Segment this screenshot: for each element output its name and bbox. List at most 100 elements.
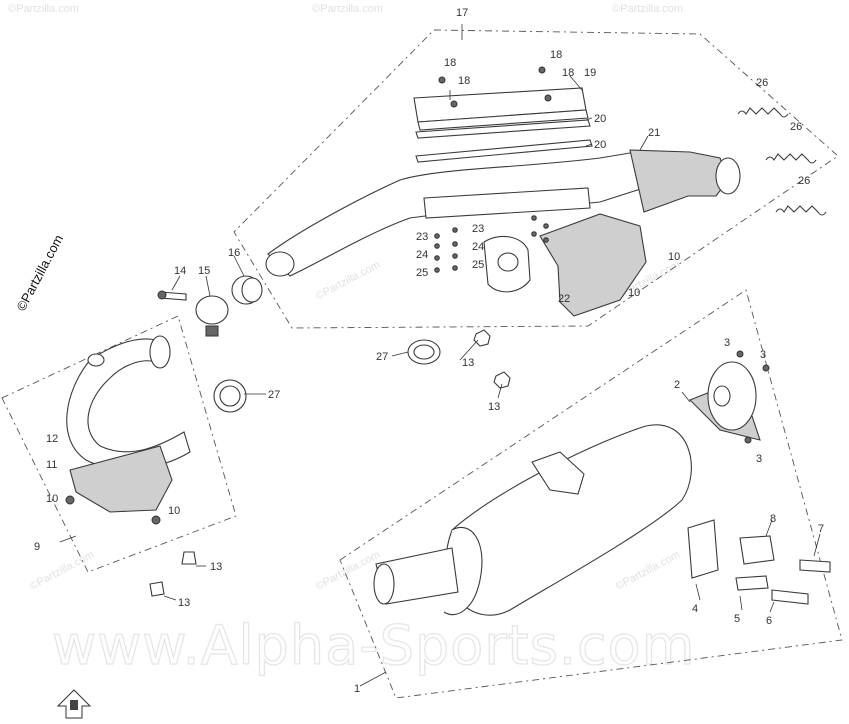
callout-13: 13 [178,597,190,609]
watermark-partzilla: ©Partzilla.com [314,549,382,593]
bolt-3 [736,350,744,358]
muffler-assembly [373,350,831,616]
front-pipe-12 [66,338,191,470]
clamp-hardware [157,275,263,337]
callout-26: 26 [790,121,802,133]
muffler-bracket [531,451,585,495]
callout-4: 4 [692,603,698,615]
collar-5 [735,575,769,591]
front-pipe-inlet [87,353,105,367]
bushing-8 [739,535,775,565]
bolt-18 [538,66,546,74]
leader-lines [59,24,821,687]
callout-2: 2 [674,379,680,391]
callout-5: 5 [734,613,740,625]
group-outline-muffler [339,289,843,699]
head-pipe-inlet [265,251,295,277]
callout-13: 13 [462,357,474,369]
watermark-partzilla: ©Partzilla.com [612,3,683,15]
group-outline-heat-shield [233,29,839,329]
callout-14: 14 [174,265,186,277]
springs-26 [737,107,827,216]
callout-25: 25 [472,259,484,271]
gasket-16-inner [241,277,263,303]
group-outline-front-pipe [1,315,237,573]
callout-3: 3 [756,453,762,465]
callout-7: 7 [818,523,824,535]
callout-23: 23 [472,223,484,235]
callout-22: 22 [558,293,570,305]
callout-20: 20 [594,139,606,151]
nut-13 [181,551,197,565]
callout-20: 20 [594,113,606,125]
bolt-18 [544,94,552,102]
end-cap [707,361,757,431]
nut-13 [473,329,491,347]
callout-10: 10 [628,287,640,299]
watermark-partzilla: ©Partzilla.com [312,3,383,15]
callout-27: 27 [376,351,388,363]
bolt-3 [744,436,752,444]
watermark-partzilla: ©Partzilla.com [28,549,96,593]
upper-heat-shield-flange [417,109,589,131]
bolt-18 [450,100,458,108]
spring-26 [765,153,817,164]
watermark-partzilla: ©Partzilla.com [8,3,79,15]
callout-16: 16 [228,247,240,259]
muffler-inlet [373,563,395,605]
callout-12: 12 [46,433,58,445]
gasket-20b [415,139,593,163]
callout-25: 25 [416,267,428,279]
callout-10: 10 [46,493,58,505]
screw-10 [65,495,75,505]
gasket-20a [415,119,591,139]
callout-1: 1 [354,683,360,695]
callout-18: 18 [562,67,574,79]
direction-arrow-icon [56,689,92,719]
screw-10 [151,515,161,525]
pipe-outlet [715,157,741,195]
callout-8: 8 [770,513,776,525]
callout-27: 27 [268,389,280,401]
callout-11: 11 [46,459,57,471]
front-pipe-end [149,335,171,369]
callout-19: 19 [584,67,596,79]
end-cap-hole [713,385,731,407]
nut-13 [149,581,165,597]
bolt-6 [771,589,809,605]
callout-3: 3 [724,337,730,349]
callout-24: 24 [472,241,484,253]
front-heat-shield-11 [69,445,173,513]
callout-21: 21 [648,127,660,139]
alpha-sports-watermark: www.Alpha-Sports.com [52,614,695,677]
watermark-partzilla: ©Partzilla.com [314,259,382,303]
callout-17: 17 [456,7,468,19]
callout-18: 18 [550,49,562,61]
callout-10: 10 [668,251,680,263]
callout-15: 15 [198,265,210,277]
heat-shield-bracket [423,187,591,219]
flange-hole [497,252,519,272]
callout-3: 3 [760,349,766,361]
callout-labels: 17 18 18 18 18 19 20 20 21 26 26 26 16 1… [34,7,824,695]
callout-13: 13 [488,401,500,413]
callout-18: 18 [458,75,470,87]
bracket-4 [687,519,719,579]
front-pipe-assembly [65,335,197,597]
gasket-27-inner [219,385,241,407]
callout-23: 23 [416,231,428,243]
heat-shield-assembly [265,66,741,317]
clamp-15-nut [205,325,219,337]
nut-13 [493,371,511,389]
bolt-7 [799,559,831,573]
callout-10: 10 [168,505,180,517]
clamp-15 [195,295,229,325]
bolt-18 [438,76,446,84]
washer-set [434,215,549,273]
bolt-3 [762,364,770,372]
callout-26: 26 [756,77,768,89]
spring-26 [775,205,827,216]
lower-heat-shield-22 [539,213,647,317]
spring-26 [737,107,789,118]
